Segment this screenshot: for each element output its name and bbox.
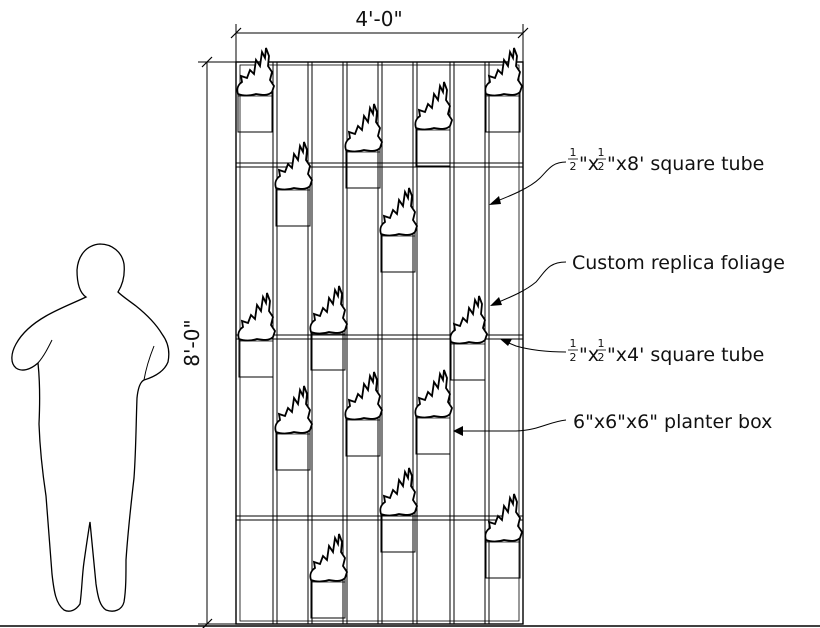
planter-box <box>274 141 313 227</box>
height-dimension: 8'-0" <box>180 56 240 628</box>
foliage-sprig <box>379 467 418 517</box>
frac-num-3: 1 <box>570 337 577 350</box>
planter-body <box>380 511 416 553</box>
planter-box <box>379 187 418 273</box>
planter-box <box>379 467 418 553</box>
planter-body <box>345 147 381 189</box>
planter-body <box>275 185 311 227</box>
foliage-sprig <box>414 81 453 131</box>
sep-1: "x <box>579 153 599 175</box>
foliage-sprig <box>484 493 523 543</box>
vertical-tube-label: "x8' square tube <box>607 153 764 175</box>
planter-box <box>236 47 275 133</box>
planter-box <box>344 371 383 457</box>
foliage-sprig <box>484 47 523 97</box>
planter-body <box>380 231 416 273</box>
height-label: 8'-0" <box>180 319 204 366</box>
planter-boxes <box>236 47 523 619</box>
foliage-sprig <box>274 385 313 435</box>
planter-body <box>485 537 521 579</box>
foliage-sprig <box>379 187 418 237</box>
planter-box <box>344 103 383 189</box>
callout-leaders <box>453 161 567 436</box>
planter-box <box>274 385 313 471</box>
foliage-sprig <box>309 533 348 583</box>
planter-body <box>310 329 346 371</box>
human-scale-silhouette <box>11 243 170 612</box>
planter-box-label: 6"x6"x6" planter box <box>573 411 772 433</box>
planter-body <box>238 336 274 378</box>
foliage-sprig <box>237 292 276 342</box>
planter-box <box>484 47 523 133</box>
planter-box <box>449 295 488 381</box>
frac-num-2: 1 <box>598 146 605 159</box>
planter-body <box>345 415 381 457</box>
frac-num-4: 1 <box>598 337 605 350</box>
foliage-sprig <box>344 103 383 153</box>
planter-body <box>237 91 273 133</box>
frac-num-1: 1 <box>570 146 577 159</box>
planter-box <box>309 533 348 619</box>
width-label: 4'-0" <box>355 7 402 31</box>
planter-body <box>275 429 311 471</box>
planter-body <box>415 125 451 167</box>
planter-box <box>414 81 453 167</box>
frac-den-3: 2 <box>570 351 577 364</box>
foliage-label: Custom replica foliage <box>572 252 785 274</box>
planter-box <box>309 285 348 371</box>
foliage-sprig <box>309 285 348 335</box>
horizontal-tube-label: "x4' square tube <box>607 344 764 366</box>
callout-vertical-tube: 1 2 "x 1 2 "x8' square tube <box>568 146 764 175</box>
planter-box <box>237 292 276 378</box>
foliage-sprig <box>449 295 488 345</box>
width-dimension: 4'-0" <box>230 7 529 64</box>
foliage-sprig <box>274 141 313 191</box>
foliage-sprig <box>414 369 453 419</box>
frac-den-2: 2 <box>598 160 605 173</box>
planter-box <box>484 493 523 579</box>
frame-inner-outline <box>239 64 520 622</box>
frac-den-1: 2 <box>570 160 577 173</box>
foliage-sprig <box>236 47 275 97</box>
sep-3: "x <box>579 344 599 366</box>
foliage-sprig <box>344 371 383 421</box>
planter-body <box>415 413 451 455</box>
planter-wall-frame <box>0 61 820 627</box>
planter-body <box>485 91 521 133</box>
planter-body <box>310 577 346 619</box>
frac-den-4: 2 <box>598 351 605 364</box>
planter-box <box>414 369 453 455</box>
human-arm-line <box>37 339 155 381</box>
planter-body <box>450 339 486 381</box>
frame-outline <box>235 61 524 625</box>
callout-horizontal-tube: 1 2 "x 1 2 "x4' square tube <box>568 337 764 366</box>
